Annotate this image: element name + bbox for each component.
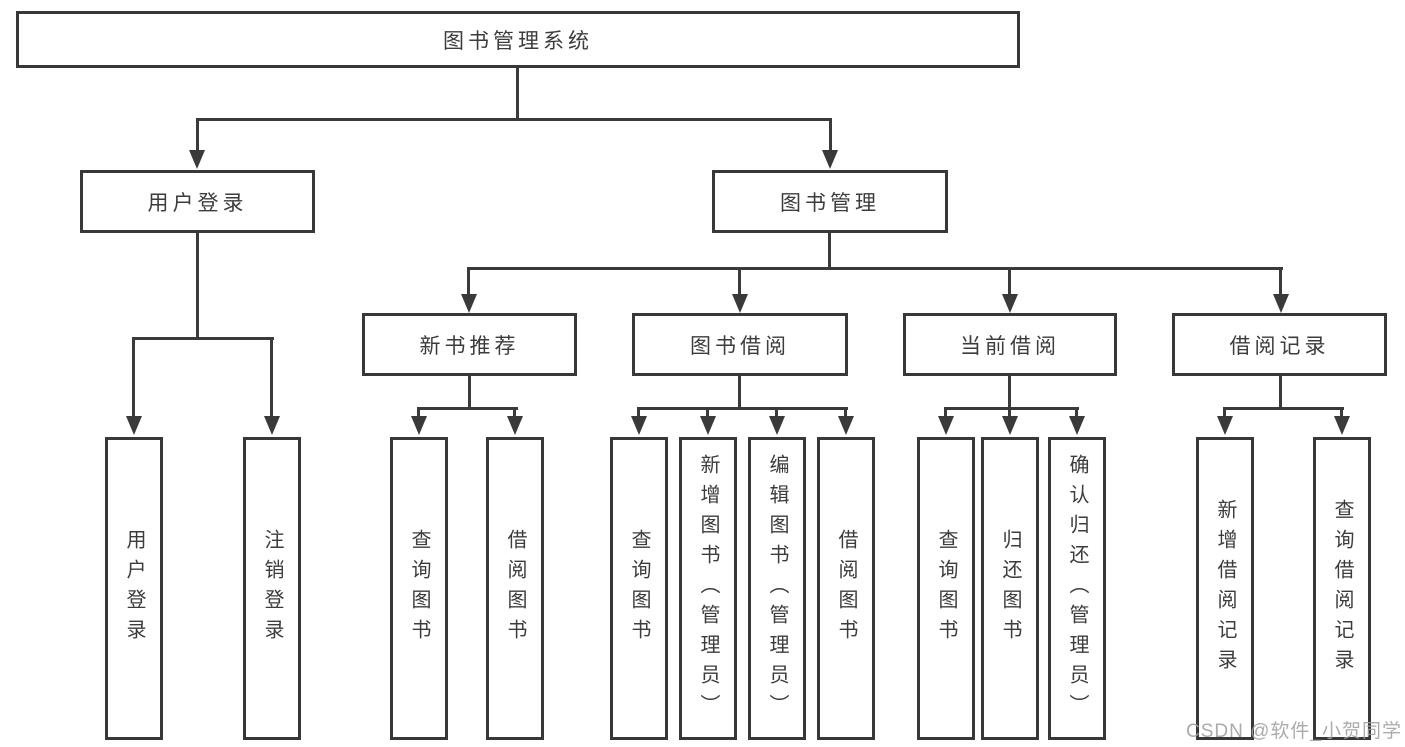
arrowhead-down-icon [700,416,716,435]
connector-line [132,337,274,340]
node-borrowing-records-label: 借阅记录 [1229,334,1330,358]
node-borrow-books-recommend-label: 借阅图书 [504,528,526,649]
node-borrowing-records: 借阅记录 [1172,313,1387,376]
arrowhead-down-icon [1334,416,1350,435]
arrowhead-down-icon [938,416,954,435]
connector-line [196,233,199,340]
arrowhead-down-icon [1002,294,1018,313]
connector-line [637,407,640,418]
node-current-borrowing-label: 当前借阅 [960,334,1060,358]
arrowhead-down-icon [126,416,142,435]
node-user-login: 用户登录 [80,170,315,233]
connector-line [706,407,709,418]
connector-line [1279,376,1282,410]
node-book-management-label: 图书管理 [780,191,880,215]
connector-line [270,337,273,418]
arrowhead-down-icon [461,294,477,313]
node-logout-label: 注销登录 [261,528,283,649]
node-borrow-books-label: 借阅图书 [835,528,857,649]
node-edit-book-admin: 编辑图书（管理员） [748,437,806,740]
node-current-borrowing: 当前借阅 [903,313,1117,376]
node-book-management-system-label: 图书管理系统 [443,29,593,53]
arrowhead-down-icon [822,150,838,169]
node-edit-book-admin-label: 编辑图书（管理员） [766,453,788,724]
connector-line [467,267,1283,270]
arrowhead-down-icon [838,416,854,435]
node-add-book-admin-label: 新增图书（管理员） [697,453,719,724]
node-query-books-borrow-label: 查询图书 [628,528,650,649]
connector-line [467,267,470,296]
connector-line [844,407,847,418]
arrowhead-down-icon [631,416,647,435]
connector-line [738,376,741,410]
connector-line [775,407,778,418]
connector-line [513,407,516,418]
node-query-borrow-record: 查询借阅记录 [1313,437,1371,740]
connector-line [637,407,848,410]
arrowhead-down-icon [732,294,748,313]
connector-line [1223,407,1226,418]
node-query-borrow-record-label: 查询借阅记录 [1331,498,1353,679]
arrowhead-down-icon [189,150,205,169]
node-borrow-books: 借阅图书 [817,437,875,740]
node-return-books: 归还图书 [981,437,1039,740]
node-query-books-current-label: 查询图书 [935,528,957,649]
connector-line [1008,267,1011,296]
connector-line [516,68,519,121]
node-add-book-admin: 新增图书（管理员） [679,437,737,740]
arrowhead-down-icon [1002,416,1018,435]
node-borrow-books-recommend: 借阅图书 [486,437,544,740]
arrowhead-down-icon [1069,416,1085,435]
node-query-books-borrow: 查询图书 [610,437,668,740]
connector-line [944,407,1079,410]
node-query-books-current: 查询图书 [917,437,975,740]
connector-line [828,233,831,270]
arrowhead-down-icon [411,416,427,435]
connector-line [829,118,832,152]
node-query-books-recommend-label: 查询图书 [408,528,430,649]
node-user-login-label: 用户登录 [147,191,248,215]
connector-line [1008,407,1011,418]
node-add-borrow-record-label: 新增借阅记录 [1214,498,1236,679]
node-new-book-recommendation-label: 新书推荐 [419,334,520,358]
node-new-book-recommendation: 新书推荐 [362,313,577,376]
arrowhead-down-icon [264,416,280,435]
watermark: CSDN @软件_小贺同学 [1186,721,1402,742]
arrowhead-down-icon [1273,294,1289,313]
node-query-books-recommend: 查询图书 [390,437,448,740]
node-logout: 注销登录 [243,437,301,740]
connector-line [1279,267,1282,296]
arrowhead-down-icon [507,416,523,435]
connector-line [417,407,420,418]
node-add-borrow-record: 新增借阅记录 [1196,437,1254,740]
node-return-books-label: 归还图书 [999,528,1021,649]
connector-line [1075,407,1078,418]
connector-line [417,407,518,410]
arrowhead-down-icon [1217,416,1233,435]
connector-line [738,267,741,296]
connector-line [944,407,947,418]
connector-line [1340,407,1343,418]
connector-line [196,118,199,152]
arrowhead-down-icon [769,416,785,435]
node-user-login-action-label: 用户登录 [123,528,145,649]
node-book-borrowing: 图书借阅 [632,313,848,376]
node-user-login-action: 用户登录 [105,437,163,740]
node-book-management: 图书管理 [712,170,948,233]
connector-line [132,337,135,418]
node-book-borrowing-label: 图书借阅 [690,334,790,358]
node-confirm-return-admin-label: 确认归还（管理员） [1066,453,1088,724]
node-book-management-system: 图书管理系统 [16,11,1020,68]
connector-line [1223,407,1344,410]
connector-line [1008,376,1011,410]
connector-line [468,376,471,410]
node-confirm-return-admin: 确认归还（管理员） [1048,437,1106,740]
connector-line [196,118,832,121]
